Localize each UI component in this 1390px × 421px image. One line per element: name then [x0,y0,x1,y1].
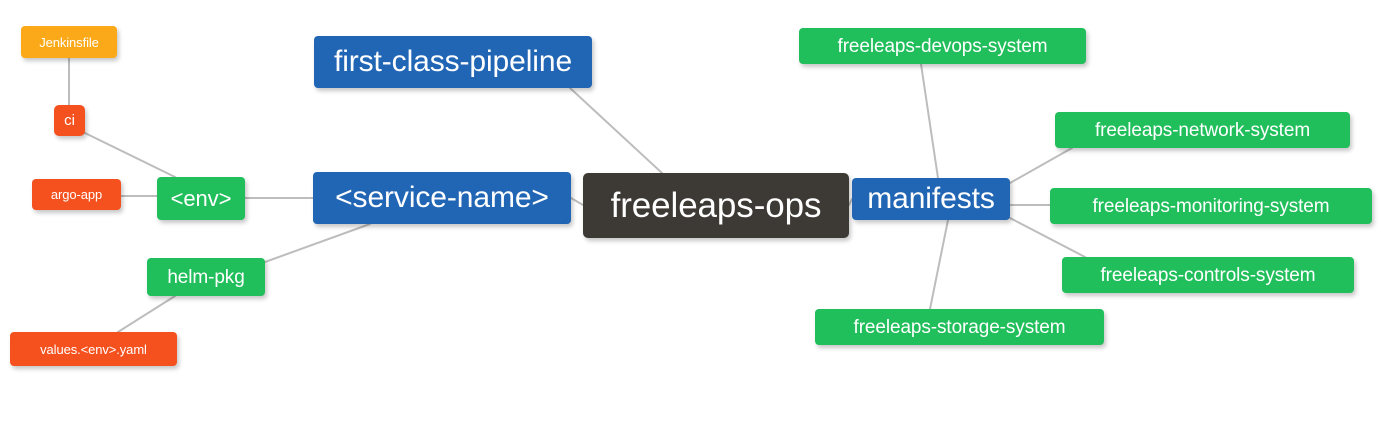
node-jenkinsfile[interactable]: Jenkinsfile [21,26,117,58]
node-label-env: <env> [170,185,232,211]
node-label-freeleaps-network-system: freeleaps-network-system [1094,119,1311,141]
node-label-service-name: <service-name> [335,181,549,214]
node-values-env-yaml[interactable]: values.<env>.yaml [10,332,177,366]
node-freeleaps-monitoring-system[interactable]: freeleaps-monitoring-system [1050,188,1372,224]
node-freeleaps-storage-system[interactable]: freeleaps-storage-system [815,309,1104,345]
node-label-ci: ci [64,112,75,129]
node-label-values-env-yaml: values.<env>.yaml [40,341,147,357]
node-freeleaps-controls-system[interactable]: freeleaps-controls-system [1062,257,1354,293]
node-freeleaps-devops-system[interactable]: freeleaps-devops-system [799,28,1086,64]
node-freeleaps-network-system[interactable]: freeleaps-network-system [1055,112,1350,148]
node-first-class-pipeline[interactable]: first-class-pipeline [314,36,592,88]
node-service-name[interactable]: <service-name> [313,172,571,224]
node-label-helm-pkg: helm-pkg [167,266,245,288]
node-label-freeleaps-ops: freeleaps-ops [610,186,822,225]
node-ci[interactable]: ci [54,105,85,136]
node-label-freeleaps-storage-system: freeleaps-storage-system [853,316,1066,338]
node-argo-app[interactable]: argo-app [32,179,121,210]
node-label-freeleaps-devops-system: freeleaps-devops-system [837,35,1048,57]
node-label-manifests: manifests [867,182,995,215]
node-label-argo-app: argo-app [50,187,103,202]
node-label-freeleaps-controls-system: freeleaps-controls-system [1100,264,1316,286]
node-label-freeleaps-monitoring-system: freeleaps-monitoring-system [1092,195,1330,217]
node-label-jenkinsfile: Jenkinsfile [39,34,99,50]
node-freeleaps-ops[interactable]: freeleaps-ops [583,173,849,238]
node-helm-pkg[interactable]: helm-pkg [147,258,265,296]
node-manifests[interactable]: manifests [852,178,1010,220]
node-env[interactable]: <env> [157,177,245,220]
node-label-first-class-pipeline: first-class-pipeline [333,45,573,78]
